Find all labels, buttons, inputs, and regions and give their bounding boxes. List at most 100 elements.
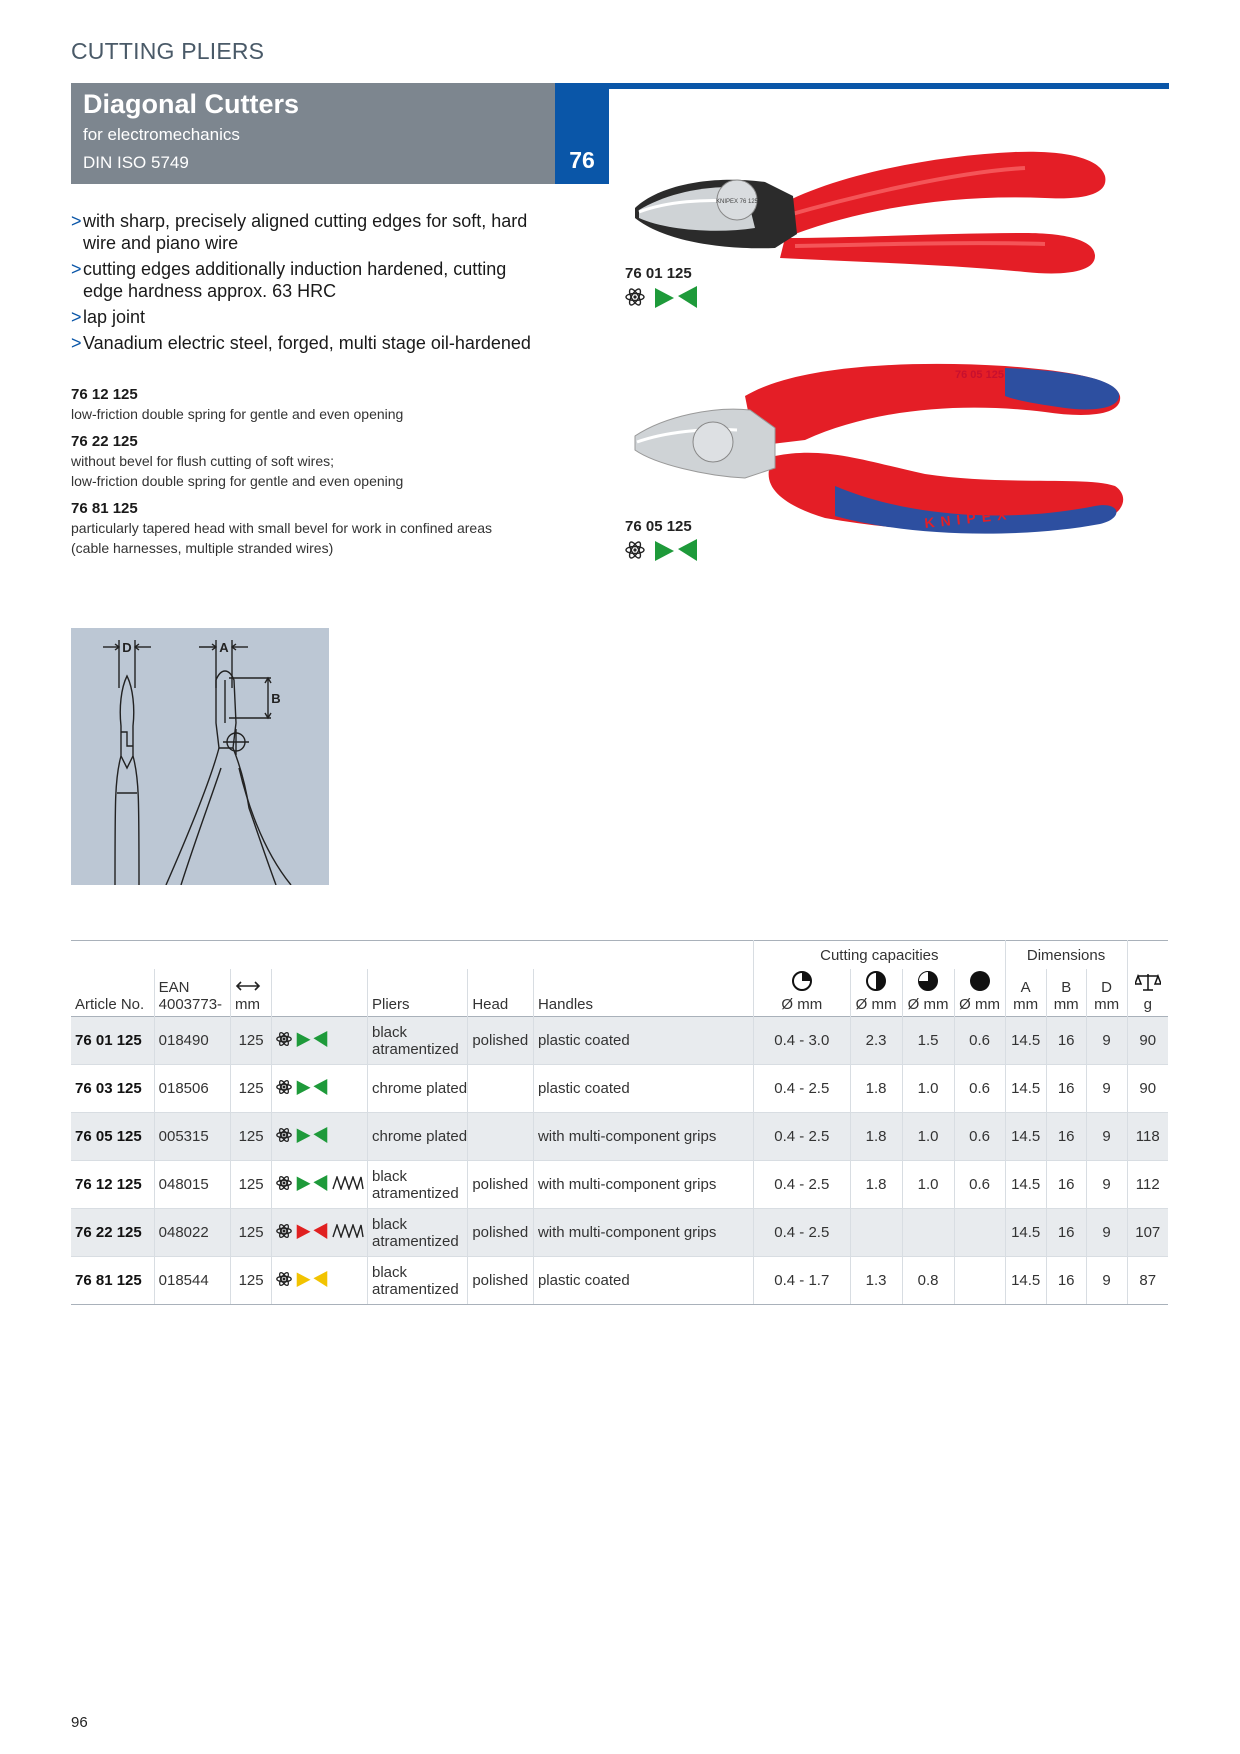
spring-icon [332, 1223, 364, 1238]
header-rule [609, 83, 1169, 89]
pliers-finish-line: black [372, 1263, 408, 1281]
cut-unit: Ø mm [959, 996, 1000, 1013]
cell-dim-b: 16 [1045, 1208, 1087, 1257]
cell-dim-d: 9 [1085, 1256, 1127, 1305]
cut-unit: Ø mm [907, 996, 949, 1013]
cell-piano [953, 1256, 1006, 1305]
dimension-diagram: D A B [71, 628, 329, 886]
col-piano-wire: Ø mm [953, 969, 1006, 1017]
feature-list: >with sharp, precisely aligned cutting e… [71, 210, 551, 358]
feature-item: >Vanadium electric steel, forged, multi … [71, 332, 551, 354]
feature-item: >with sharp, precisely aligned cutting e… [71, 210, 551, 254]
dimension-label-b: B [271, 691, 280, 706]
cell-dim-b: 16 [1045, 1160, 1087, 1209]
feature-item: >cutting edges additionally induction ha… [71, 258, 551, 302]
bullet-arrow-icon: > [71, 211, 82, 231]
cell-weight: 107 [1126, 1208, 1168, 1257]
pliers-finish-line: atramentized [372, 1040, 459, 1058]
cell-symbols [271, 1064, 368, 1113]
product-icons [625, 539, 697, 561]
col-length: mm [230, 969, 272, 1017]
cell-symbols [271, 1160, 368, 1209]
cell-soft: 0.4 - 3.0 [753, 1016, 851, 1065]
cell-length: 125 [230, 1160, 272, 1209]
feature-item: >lap joint [71, 306, 551, 328]
product-image-76-05-125: 76 05 125 KNIPEX [634, 363, 1124, 534]
page-title: Diagonal Cutters [83, 89, 300, 119]
cutting-edge-red-icon [296, 1222, 328, 1239]
cell-length: 125 [230, 1064, 272, 1113]
col-medium-wire: Ø mm [849, 969, 903, 1017]
cell-head: polished [467, 1256, 534, 1305]
pliers-finish-line: chrome plated [372, 1128, 468, 1145]
cell-article: 76 01 125 [71, 1016, 155, 1065]
cell-handles: plastic coated [532, 1064, 754, 1113]
cell-dim-b: 16 [1045, 1112, 1087, 1161]
cutting-edge-yellow-icon [296, 1270, 328, 1287]
cell-piano: 0.6 [953, 1064, 1006, 1113]
cell-ean: 048015 [153, 1160, 231, 1209]
spring-icon [332, 1175, 364, 1190]
bullet-arrow-icon: > [71, 259, 82, 279]
cell-head: polished [467, 1208, 534, 1257]
piano-wire-icon [969, 971, 990, 991]
feature-text: cutting edges additionally induction har… [83, 259, 507, 301]
bullet-arrow-icon: > [71, 307, 82, 327]
hard-wire-icon [918, 971, 939, 991]
cell-dim-a: 14.5 [1004, 1256, 1047, 1305]
cutting-capacities-header: Cutting capacities [753, 940, 1006, 969]
col-article: Article No. [75, 996, 145, 1013]
cell-symbols [271, 1208, 368, 1257]
col-ean: EAN 4003773- [153, 969, 231, 1017]
variant-list: 76 12 125 low-friction double spring for… [71, 386, 551, 567]
cell-handles: with multi-component grips [532, 1160, 754, 1209]
col-weight: g [1126, 969, 1168, 1017]
pliers-finish-line: black [372, 1215, 408, 1233]
pliers-finish-line: black [372, 1023, 408, 1041]
cell-piano: 0.6 [953, 1160, 1006, 1209]
cell-hard [901, 1208, 955, 1257]
cell-ean: 018490 [153, 1016, 231, 1065]
dimensions-header: Dimensions [1004, 940, 1127, 969]
col-soft-wire: Ø mm [753, 969, 851, 1017]
cell-length: 125 [230, 1208, 272, 1257]
cell-symbols [271, 1256, 368, 1305]
cell-ean: 018506 [153, 1064, 231, 1113]
variant-code: 76 81 125 [71, 500, 138, 517]
cell-weight: 90 [1126, 1064, 1168, 1113]
cut-unit: Ø mm [855, 996, 897, 1013]
feature-text: with sharp, precisely aligned cutting ed… [83, 211, 528, 253]
cell-head [467, 1064, 534, 1113]
cell-article: 76 05 125 [71, 1112, 155, 1161]
cell-dim-d: 9 [1085, 1016, 1127, 1065]
cell-dim-b: 16 [1045, 1256, 1087, 1305]
pliers-finish-line: atramentized [372, 1280, 459, 1298]
cell-head: polished [467, 1160, 534, 1209]
product-image-76-01-125: KNIPEX 76 125 [635, 151, 1106, 274]
cell-weight: 90 [1126, 1016, 1168, 1065]
cell-length: 125 [230, 1256, 272, 1305]
cell-ean: 005315 [153, 1112, 231, 1161]
atom-icon [276, 1223, 293, 1238]
page-subtitle: for electromechanics [83, 125, 240, 144]
cell-medium: 1.8 [849, 1160, 903, 1209]
atom-icon [276, 1079, 293, 1094]
cell-soft: 0.4 - 1.7 [753, 1256, 851, 1305]
double-arrow-icon [235, 981, 261, 991]
cell-soft: 0.4 - 2.5 [753, 1112, 851, 1161]
cell-length: 125 [230, 1016, 272, 1065]
cell-ean: 048022 [153, 1208, 231, 1257]
variant-desc: particularly tapered head with small bev… [71, 520, 492, 536]
col-head: Head [467, 969, 534, 1017]
cell-piano: 0.6 [953, 1112, 1006, 1161]
cell-weight: 112 [1126, 1160, 1168, 1209]
soft-wire-icon [791, 971, 812, 991]
product-caption: 76 01 125 [625, 265, 697, 308]
